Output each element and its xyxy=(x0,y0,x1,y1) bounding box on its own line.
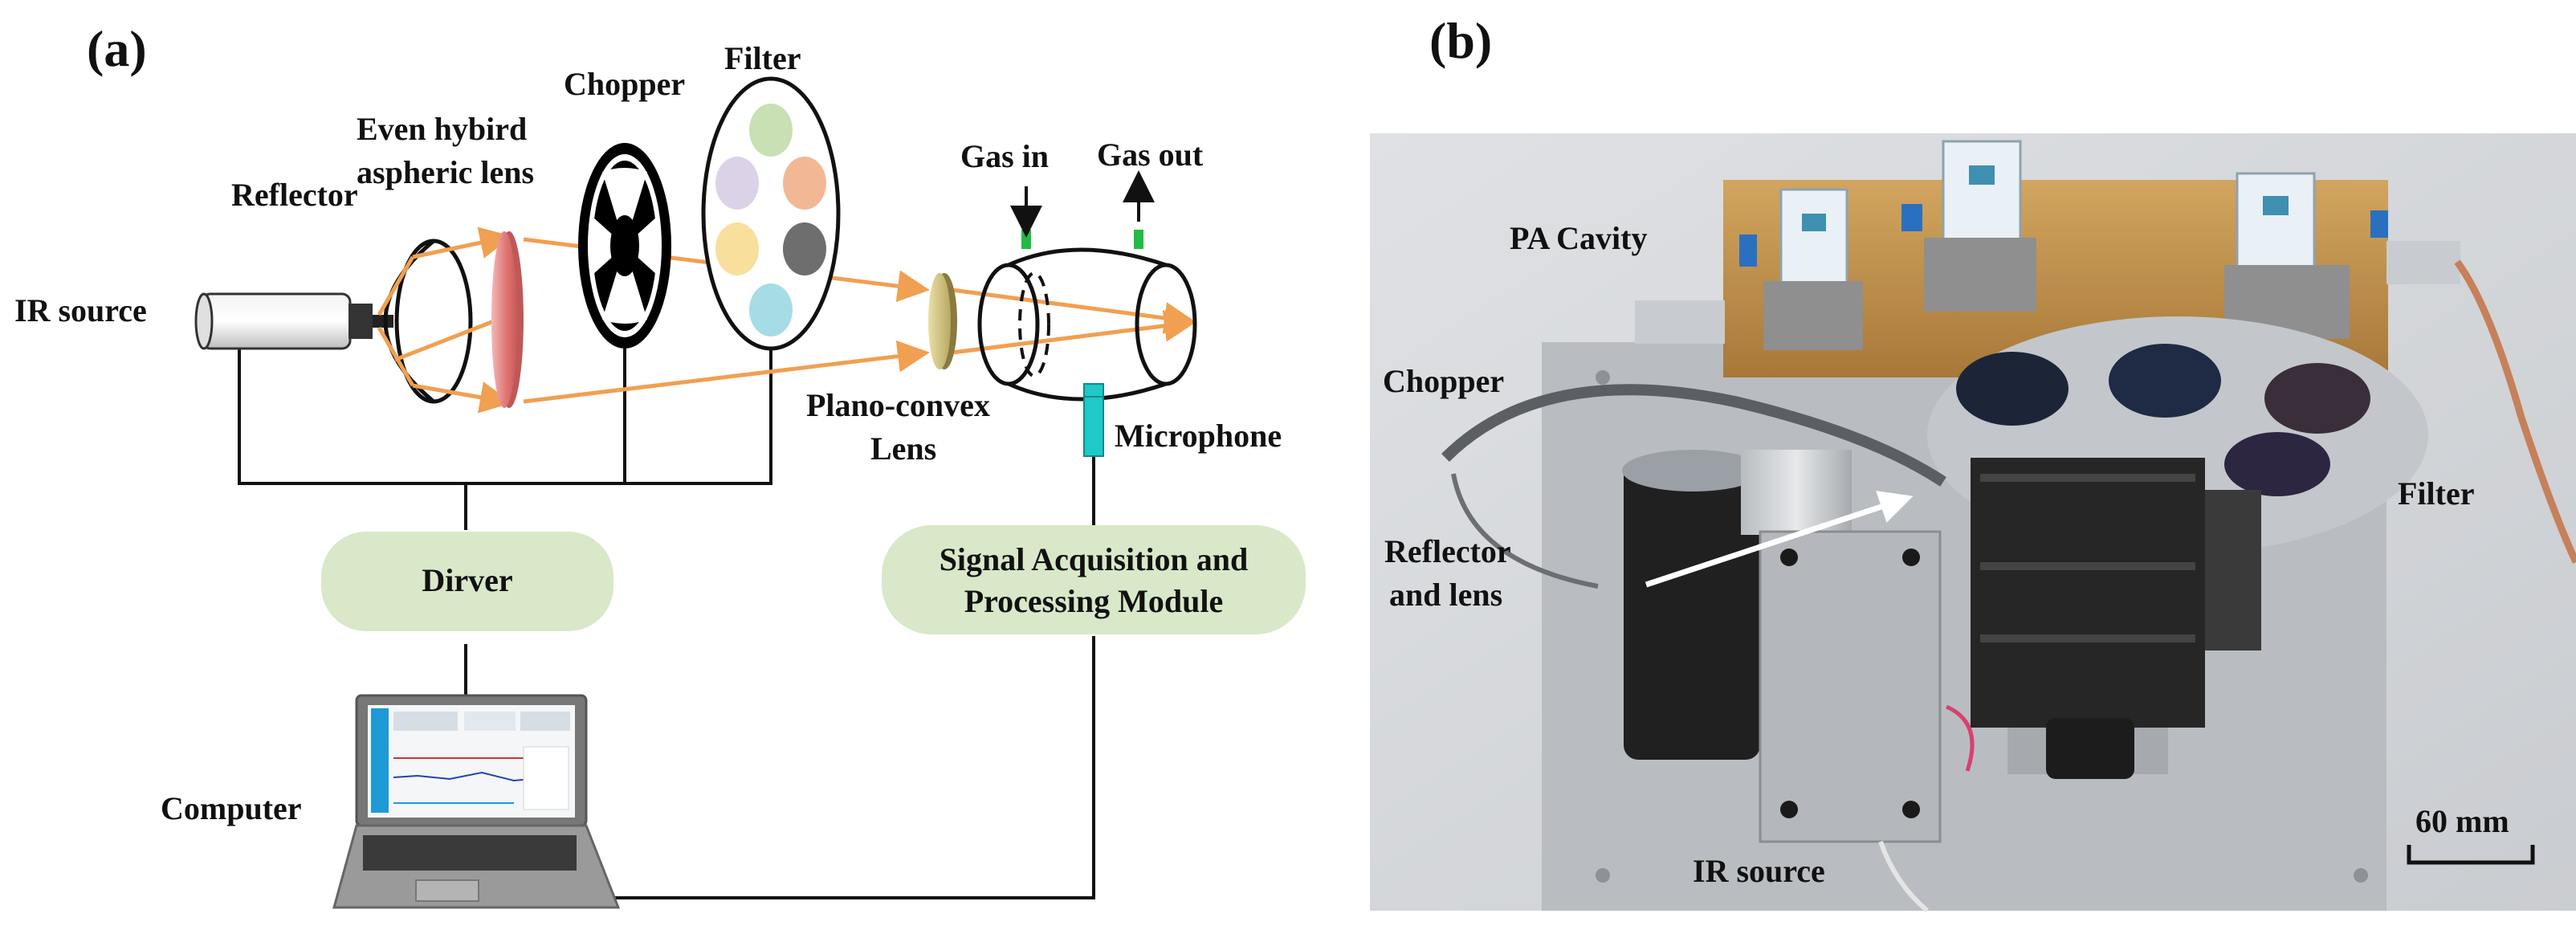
microphone-label: Microphone xyxy=(1115,418,1282,454)
pa-cavity-label: PA Cavity xyxy=(1510,220,1647,256)
lens-label-2: aspheric lens xyxy=(357,154,534,190)
panel-b-label: (b) xyxy=(1429,12,1492,69)
laptop xyxy=(332,694,621,909)
scale-bar-label: 60 mm xyxy=(2415,803,2509,839)
driver-label: Dirver xyxy=(422,562,512,598)
plano-convex-label-2: Lens xyxy=(870,430,936,467)
filter-photo-label: Filter xyxy=(2398,475,2475,512)
reflector-label: Reflector xyxy=(231,177,358,213)
ir-source-photo-label: IR source xyxy=(1693,853,1825,889)
signal-module-label-1: Signal Acquisition and xyxy=(940,541,1249,577)
microphone xyxy=(1083,383,1104,457)
aspheric-lens xyxy=(491,231,524,408)
wiring xyxy=(238,337,1095,899)
computer-label: Computer xyxy=(161,790,302,826)
ir-source-label: IR source xyxy=(14,292,147,328)
scale-bar xyxy=(2407,845,2535,865)
pa-cell xyxy=(977,230,1197,402)
reflector-lens-label-1: Reflector xyxy=(1384,533,1511,569)
chopper-wheel xyxy=(578,143,671,349)
gas-in-label: Gas in xyxy=(960,138,1049,174)
ir-source xyxy=(194,292,393,350)
reflector-lens-label-2: and lens xyxy=(1389,577,1502,613)
device-photo xyxy=(1370,133,2576,913)
plano-convex-label-1: Plano-convex xyxy=(806,387,990,423)
signal-module-label-2: Processing Module xyxy=(964,583,1224,619)
panel-a-label: (a) xyxy=(87,20,147,77)
driver-box xyxy=(321,532,613,631)
signal-module-box xyxy=(882,525,1306,634)
reflector xyxy=(383,239,473,404)
chopper-photo-label: Chopper xyxy=(1383,363,1504,399)
chopper-label: Chopper xyxy=(564,66,685,102)
filter-label: Filter xyxy=(724,40,801,76)
gas-out-label: Gas out xyxy=(1097,137,1204,173)
plano-convex-lens xyxy=(928,273,957,369)
filter-wheel xyxy=(701,76,841,351)
lens-label-1: Even hybird xyxy=(357,111,527,147)
